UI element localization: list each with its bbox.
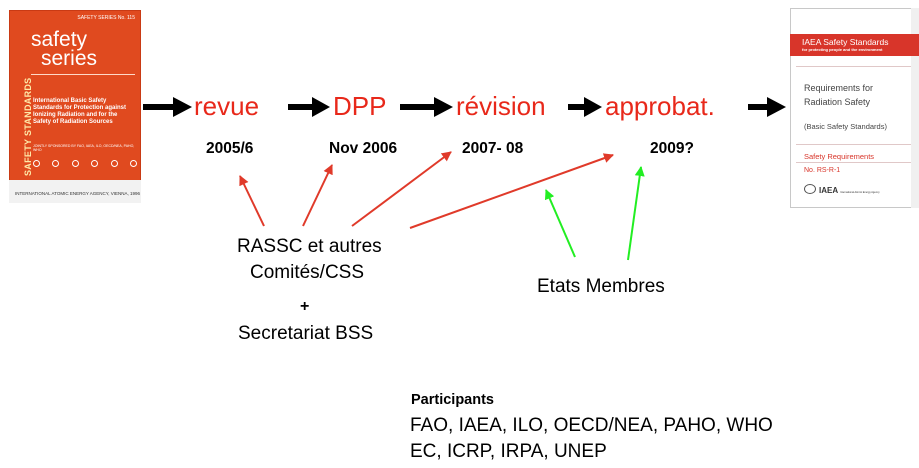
plus-sign: + (300, 298, 310, 315)
secretariat-bss: Secretariat BSS (238, 323, 374, 344)
brand-line-1: safety (31, 28, 88, 51)
iaea-logo-text: IAEA (819, 186, 839, 195)
committee-to-revision-arrow (351, 151, 452, 227)
committees-line-1: RASSC et autres (237, 236, 382, 257)
committee-to-dpp-arrow (302, 164, 333, 227)
safety-series-cover-image: SAFETY SERIES No. 115 SAFETY STANDARDS s… (9, 10, 141, 203)
flow-arrow (400, 97, 453, 117)
committee-to-revue-arrow (239, 175, 265, 227)
participants-line-1: FAO, IAEA, ILO, OECD/NEA, PAHO, WHO (410, 415, 773, 436)
flow-arrow (568, 97, 602, 117)
cover-header-title: IAEA Safety Standards (802, 37, 889, 47)
cover-title: International Basic Safety Standards for… (33, 98, 127, 125)
participants-line-2: EC, ICRP, IRPA, UNEP (410, 441, 607, 462)
stage-revision: révision (456, 91, 546, 121)
sponsor-logo-icon (33, 160, 40, 167)
cover-agency: INTERNATIONAL ATOMIC ENERGY AGENCY, VIEN… (15, 191, 140, 196)
committee-to-approbat-arrow (409, 153, 614, 229)
cover-sponsors: JOINTLY SPONSORED BY FAO, IAEA, ILO, OEC… (33, 144, 135, 152)
cover-divider (31, 74, 135, 75)
stage-dpp: DPP (333, 91, 387, 121)
requirements-cover-image: IAEA Safety Standards for protecting peo… (790, 8, 919, 208)
cover-separator (796, 144, 911, 145)
cover-bottom-strip (9, 180, 141, 203)
cover-sidebar (911, 8, 919, 208)
flow-arrow (748, 97, 786, 117)
sponsor-logo-icon (52, 160, 60, 167)
stage-approbat: approbat. (605, 91, 715, 121)
series-number: SAFETY SERIES No. 115 (77, 15, 135, 21)
cover-header: IAEA Safety Standards for protecting peo… (790, 34, 919, 56)
cover-series: Safety Requirements (804, 152, 875, 161)
cover-requirements-title: Requirements for Radiation Safety (804, 82, 873, 109)
sponsor-logo-icon (129, 160, 137, 167)
req-line-2: Radiation Safety (804, 96, 871, 107)
flow-arrow (288, 97, 330, 117)
cover-bss: (Basic Safety Standards) (804, 122, 887, 131)
sponsor-logos (33, 160, 137, 168)
brand-line-2: series (41, 47, 98, 70)
member-states-to-revision-arrow (544, 189, 576, 258)
date-dpp: Nov 2006 (329, 140, 398, 157)
iaea-logo-subtext: International Atomic Energy Agency (840, 191, 880, 194)
stage-revue: revue (194, 91, 260, 121)
participants-title: Participants (411, 392, 494, 408)
req-line-1: Requirements for (804, 83, 874, 93)
sponsor-logo-icon (91, 160, 99, 167)
member-states-to-approbat-arrow (627, 166, 645, 261)
cover-number: No. RS-R-1 (804, 167, 841, 174)
committees-line-2: Comités/CSS (250, 262, 365, 283)
sponsor-logo-icon (110, 160, 118, 167)
sponsor-logo-icon (71, 160, 79, 167)
member-states: Etats Membres (537, 276, 665, 297)
date-revision: 2007- 08 (462, 140, 524, 157)
cover-separator (796, 162, 911, 163)
safety-series-brand: safety series (31, 28, 98, 70)
date-revue: 2005/6 (206, 140, 254, 157)
cover-header-subtitle: for protecting people and the environmen… (802, 47, 883, 52)
flow-arrow (143, 97, 192, 117)
date-approbat: 2009? (650, 140, 694, 157)
cover-separator (796, 66, 911, 67)
iaea-emblem-icon (804, 184, 816, 194)
